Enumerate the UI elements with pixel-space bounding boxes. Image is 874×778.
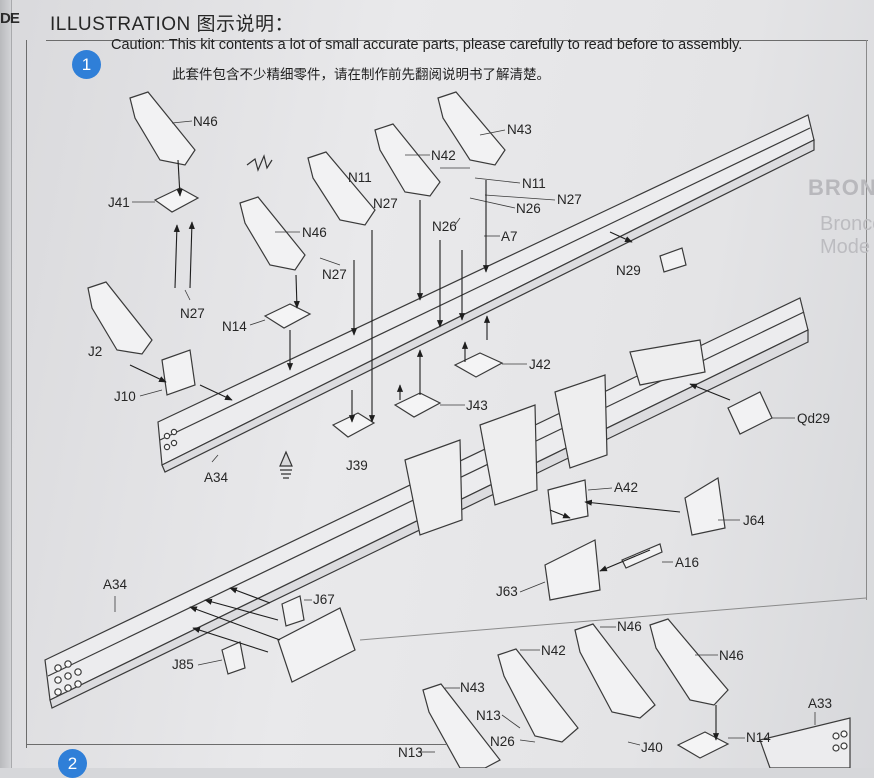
crossmember-4 <box>629 339 706 386</box>
page-title: ILLUSTRATION 图示说明： <box>50 14 295 35</box>
rear-rail-section <box>759 717 851 768</box>
leader-lines <box>114 120 816 753</box>
part-label: N43 <box>460 680 485 695</box>
bracket-qd29 <box>727 391 773 435</box>
plate-j43 <box>393 392 442 418</box>
part-labels: N46 N43 N42 N11 N11 N27 N26 N27 N26 A7 J… <box>88 114 832 760</box>
step-frame-right <box>866 40 867 600</box>
upper-rail-flange <box>161 139 815 473</box>
front-rail-holes <box>54 660 82 696</box>
hanger-n46-lower-b <box>649 618 729 706</box>
spring-hanger-center <box>307 151 376 226</box>
part-label: N46 <box>617 619 642 634</box>
spring-hanger-j2 <box>87 281 153 355</box>
bracket-j10 <box>161 349 196 396</box>
part-label: N27 <box>180 306 205 321</box>
part-label: A16 <box>675 555 699 570</box>
part-a16 <box>621 543 663 569</box>
part-label: A34 <box>204 470 229 485</box>
bracket-j63 <box>544 539 601 601</box>
spring-hanger-n46-mid <box>239 196 306 271</box>
part-label: N14 <box>222 319 247 334</box>
bracket-front-lower <box>277 607 356 683</box>
spring-hanger-n46 <box>129 91 196 166</box>
crossmember-2 <box>479 404 538 506</box>
part-j85 <box>221 641 246 675</box>
hanger-n43-lower <box>422 683 501 768</box>
part-label: N26 <box>516 201 541 216</box>
part-label: Qd29 <box>797 411 830 426</box>
hanger-n42-lower <box>497 648 579 743</box>
part-label: N29 <box>616 263 641 278</box>
caution-chinese: 此套件包含不少精细零件，请在制作前先翻阅说明书了解清楚。 <box>172 67 550 82</box>
part-label: A34 <box>103 577 128 592</box>
plate-n14-lower <box>676 731 730 759</box>
part-label: J41 <box>108 195 130 210</box>
crossmember-1 <box>404 439 463 536</box>
part-label: N46 <box>719 648 744 663</box>
hanger-n46-lower-a <box>574 623 656 719</box>
previous-page-edge <box>0 0 12 768</box>
part-label: N13 <box>476 708 501 723</box>
part-label: J39 <box>346 458 368 473</box>
plate-n14 <box>263 303 312 329</box>
part-label: N27 <box>373 196 398 211</box>
part-label: N26 <box>490 734 515 749</box>
part-label: J43 <box>466 398 488 413</box>
part-label: N11 <box>522 176 546 191</box>
part-label: N42 <box>431 148 456 163</box>
part-label: J42 <box>529 357 551 372</box>
bracket-j64 <box>684 477 726 536</box>
part-label: J10 <box>114 389 136 404</box>
bleed-through-subtitle: Bronco Mode <box>820 213 874 258</box>
step-number-badge: 1 <box>72 50 101 79</box>
previous-page-stub: DE <box>0 10 20 27</box>
plate-j41 <box>153 187 200 213</box>
spring-hanger-n43 <box>437 91 506 166</box>
step-frame-bottom <box>26 744 446 745</box>
part-label: N46 <box>193 114 218 129</box>
part-label: J40 <box>641 740 663 755</box>
part-n29 <box>659 247 687 273</box>
part-label: N46 <box>302 225 327 240</box>
part-label: J63 <box>496 584 518 599</box>
part-label: N11 <box>348 170 372 185</box>
part-label: A42 <box>614 480 638 495</box>
step-frame-top <box>46 40 868 41</box>
upper-rail-inner-edge <box>159 127 811 441</box>
step-frame-left <box>26 40 27 748</box>
part-label: J64 <box>743 513 765 528</box>
part-label: A33 <box>808 696 832 711</box>
part-label: N27 <box>322 267 347 282</box>
part-label: J67 <box>313 592 335 607</box>
crossmember-3 <box>554 374 608 469</box>
part-label: N43 <box>507 122 532 137</box>
assembly-arrows <box>129 159 731 741</box>
upper-rail-end-holes <box>163 428 178 451</box>
spring-hanger-n42 <box>374 123 441 197</box>
rear-rail-holes <box>832 730 848 752</box>
cement-drop-icon <box>279 450 293 479</box>
plate-j39 <box>331 412 376 438</box>
glue-brush-icon <box>246 154 273 172</box>
part-label: J2 <box>88 344 102 359</box>
plate-j42 <box>453 352 504 378</box>
part-label: N42 <box>541 643 566 658</box>
part-label: N13 <box>398 745 423 760</box>
part-label: A7 <box>501 229 518 244</box>
caution-english: Caution: This kit contents a lot of smal… <box>111 37 743 53</box>
part-label: N14 <box>746 730 771 745</box>
sub-step-divider <box>359 597 867 641</box>
part-j67 <box>281 595 305 627</box>
part-label: N27 <box>557 192 582 207</box>
part-label: J85 <box>172 657 194 672</box>
bleed-through-brand: BRON <box>808 175 874 200</box>
part-label: N26 <box>432 219 457 234</box>
